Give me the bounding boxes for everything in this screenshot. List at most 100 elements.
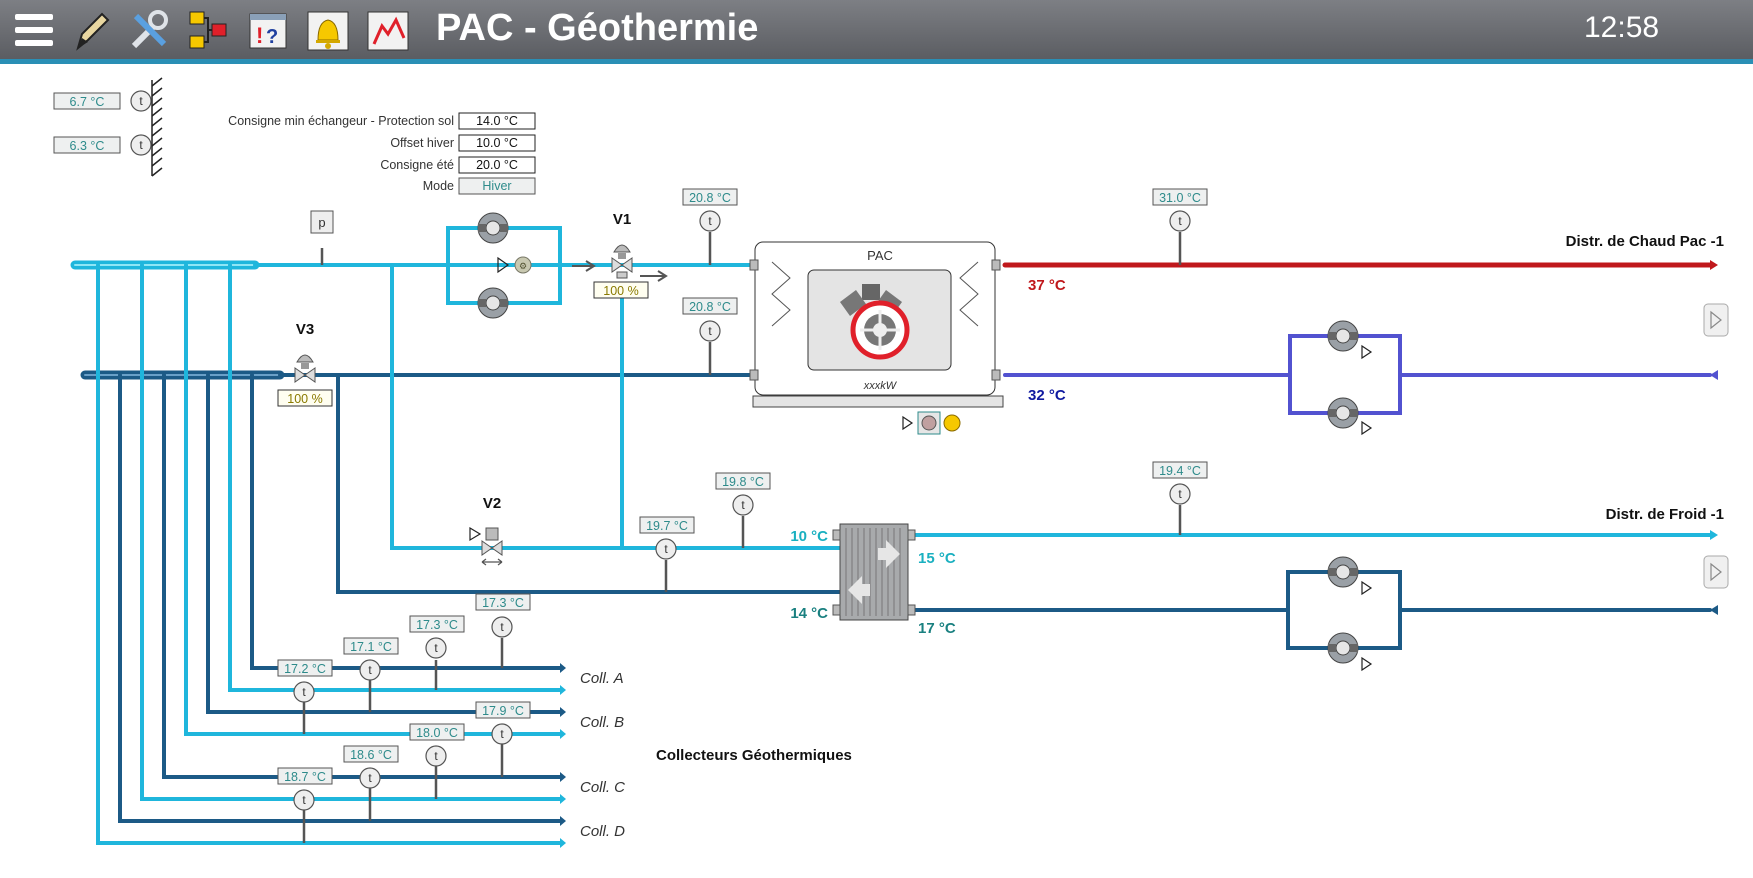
synoptic-diagram: t t t t t t t t t t t t t t t t p	[53, 77, 1729, 848]
svg-text:t: t	[139, 138, 143, 152]
pump-run-indicators	[1361, 344, 1373, 672]
sensor-coll-8[interactable]	[293, 789, 315, 811]
valve-v1-position: 100 %	[603, 284, 638, 298]
svg-text:t: t	[500, 727, 504, 741]
valve-v3-position: 100 %	[287, 392, 322, 406]
coll-temp-3: 17.1 °C	[350, 640, 392, 654]
sensor-coll-4[interactable]	[293, 681, 315, 703]
pump-cold-top[interactable]	[1327, 556, 1359, 588]
sensor-coll-3[interactable]	[359, 659, 381, 681]
pump-geo-top[interactable]	[477, 212, 509, 244]
svg-text:t: t	[1178, 214, 1182, 228]
coll-temp-1: 17.3 °C	[482, 596, 524, 610]
hot-distr-button[interactable]	[1703, 303, 1729, 337]
svg-text:t: t	[139, 94, 143, 108]
clock: 12:58	[1584, 11, 1660, 44]
tools-icon[interactable]	[128, 8, 172, 52]
svg-text:p: p	[318, 215, 325, 230]
exchanger-temp-a: 19.7 °C	[646, 519, 688, 533]
pac-power: xxxkW	[863, 380, 898, 392]
setting-field-1[interactable]	[458, 134, 536, 152]
setting-label-0: Consigne min échangeur - Protection sol	[228, 114, 454, 128]
setting-value-1: 10.0 °C	[476, 136, 518, 150]
cold-distr-button[interactable]	[1703, 555, 1729, 589]
svg-text:t: t	[302, 793, 306, 807]
bell-icon[interactable]	[306, 8, 350, 52]
edit-pencil-icon[interactable]	[70, 8, 114, 52]
sensor-exchanger-a[interactable]	[655, 538, 677, 560]
pac-controls[interactable]	[902, 411, 961, 435]
coll-temp-8: 18.7 °C	[284, 770, 326, 784]
pump-geo-controls[interactable]: ⚙	[497, 256, 532, 274]
svg-text:t: t	[664, 542, 668, 556]
svg-text:t: t	[434, 641, 438, 655]
sensor-coll-7[interactable]	[359, 767, 381, 789]
sensor-stems	[302, 232, 1182, 843]
svg-text:t: t	[368, 663, 372, 677]
valve-v3-position-box	[277, 389, 333, 407]
sensor-pac-supply[interactable]	[699, 210, 721, 232]
sensor-letters: t t t t t t t t t t t t t t t t	[139, 94, 1182, 807]
valve-v1-label: V1	[613, 211, 631, 228]
exchanger-out-top-temp: 15 °C	[918, 550, 956, 567]
coll-c-label: Coll. C	[580, 779, 625, 796]
pac-hot-out-temp: 37 °C	[1028, 277, 1066, 294]
sensor-coll-5[interactable]	[491, 723, 513, 745]
setting-value-0: 14.0 °C	[476, 114, 518, 128]
sensor-hot-distr[interactable]	[1169, 210, 1191, 232]
pressure-sensor[interactable]: p	[310, 210, 334, 234]
valve-v2[interactable]	[469, 526, 503, 566]
pump-geo-bottom[interactable]	[477, 287, 509, 319]
svg-text:t: t	[741, 498, 745, 512]
coll-a-label: Coll. A	[580, 670, 624, 687]
coll-b-label: Coll. B	[580, 714, 624, 731]
value-boxes	[53, 92, 1208, 785]
setting-field-0[interactable]	[458, 112, 536, 130]
sensor-outdoor-2[interactable]	[130, 134, 152, 156]
valve-v3[interactable]	[294, 354, 316, 383]
collectors-title: Collecteurs Géothermiques	[656, 747, 852, 764]
heat-exchanger[interactable]	[832, 523, 916, 621]
setting-label-1: Offset hiver	[390, 136, 454, 150]
exchanger-in-bottom-temp: 14 °C	[790, 605, 828, 622]
valve-v1[interactable]	[611, 244, 633, 279]
collector-labels: Coll. A Coll. B Coll. C Coll. D	[580, 670, 625, 840]
sensor-pac-return[interactable]	[699, 320, 721, 342]
pac-cold-out-temp: 32 °C	[1028, 387, 1066, 404]
trend-chart-icon[interactable]	[366, 8, 410, 52]
exchanger-temp-b: 19.8 °C	[722, 475, 764, 489]
coll-temp-6: 18.0 °C	[416, 726, 458, 740]
pac-label: PAC	[867, 248, 893, 263]
valve-v1-position-box	[593, 281, 649, 299]
svg-text:t: t	[434, 749, 438, 763]
svg-text:t: t	[368, 771, 372, 785]
svg-text:t: t	[1178, 487, 1182, 501]
pac-supply-temp: 20.8 °C	[689, 191, 731, 205]
help-alarm-icon[interactable]: !?	[246, 8, 290, 52]
sensor-froid-distr[interactable]	[1169, 483, 1191, 505]
pump-cold-bottom[interactable]	[1327, 632, 1359, 664]
setting-field-2[interactable]	[458, 156, 536, 174]
temperature-sensors[interactable]	[130, 90, 1191, 811]
setting-value-3: Hiver	[482, 179, 511, 193]
exchanger-out-bottom-temp: 17 °C	[918, 620, 956, 637]
sensor-coll-6[interactable]	[425, 745, 447, 767]
sensor-outdoor-1[interactable]	[130, 90, 152, 112]
setting-field-3[interactable]	[458, 177, 536, 195]
top-bar: !? PAC - Géothermie 12:58	[0, 0, 1753, 64]
menu-icon[interactable]	[12, 8, 56, 52]
sensor-coll-1[interactable]	[491, 616, 513, 638]
pump-hot-top[interactable]	[1327, 320, 1359, 352]
value-texts: 6.7 °C 6.3 °C 20.8 °C 20.8 °C 31.0 °C 19…	[70, 95, 1201, 784]
pac-unit[interactable]	[749, 241, 1004, 408]
sensor-coll-2[interactable]	[425, 637, 447, 659]
hierarchy-icon[interactable]	[186, 8, 230, 52]
setting-label-3: Mode	[423, 179, 454, 193]
hot-distr-temp: 31.0 °C	[1159, 191, 1201, 205]
pump-hot-bottom[interactable]	[1327, 397, 1359, 429]
coll-temp-2: 17.3 °C	[416, 618, 458, 632]
sensor-exchanger-b[interactable]	[732, 494, 754, 516]
pac-return-temp: 20.8 °C	[689, 300, 731, 314]
coll-temp-5: 17.9 °C	[482, 704, 524, 718]
page-title: PAC - Géothermie	[436, 7, 759, 49]
